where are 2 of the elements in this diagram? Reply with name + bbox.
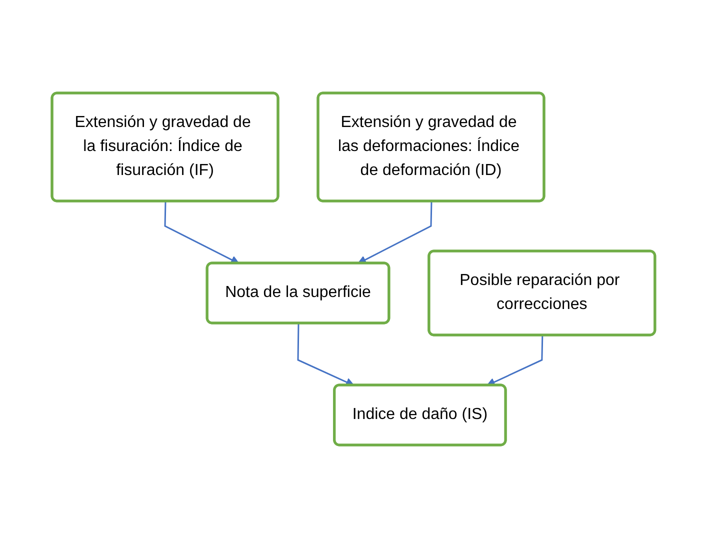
arrow: [358, 201, 432, 264]
arrow: [164, 201, 240, 264]
